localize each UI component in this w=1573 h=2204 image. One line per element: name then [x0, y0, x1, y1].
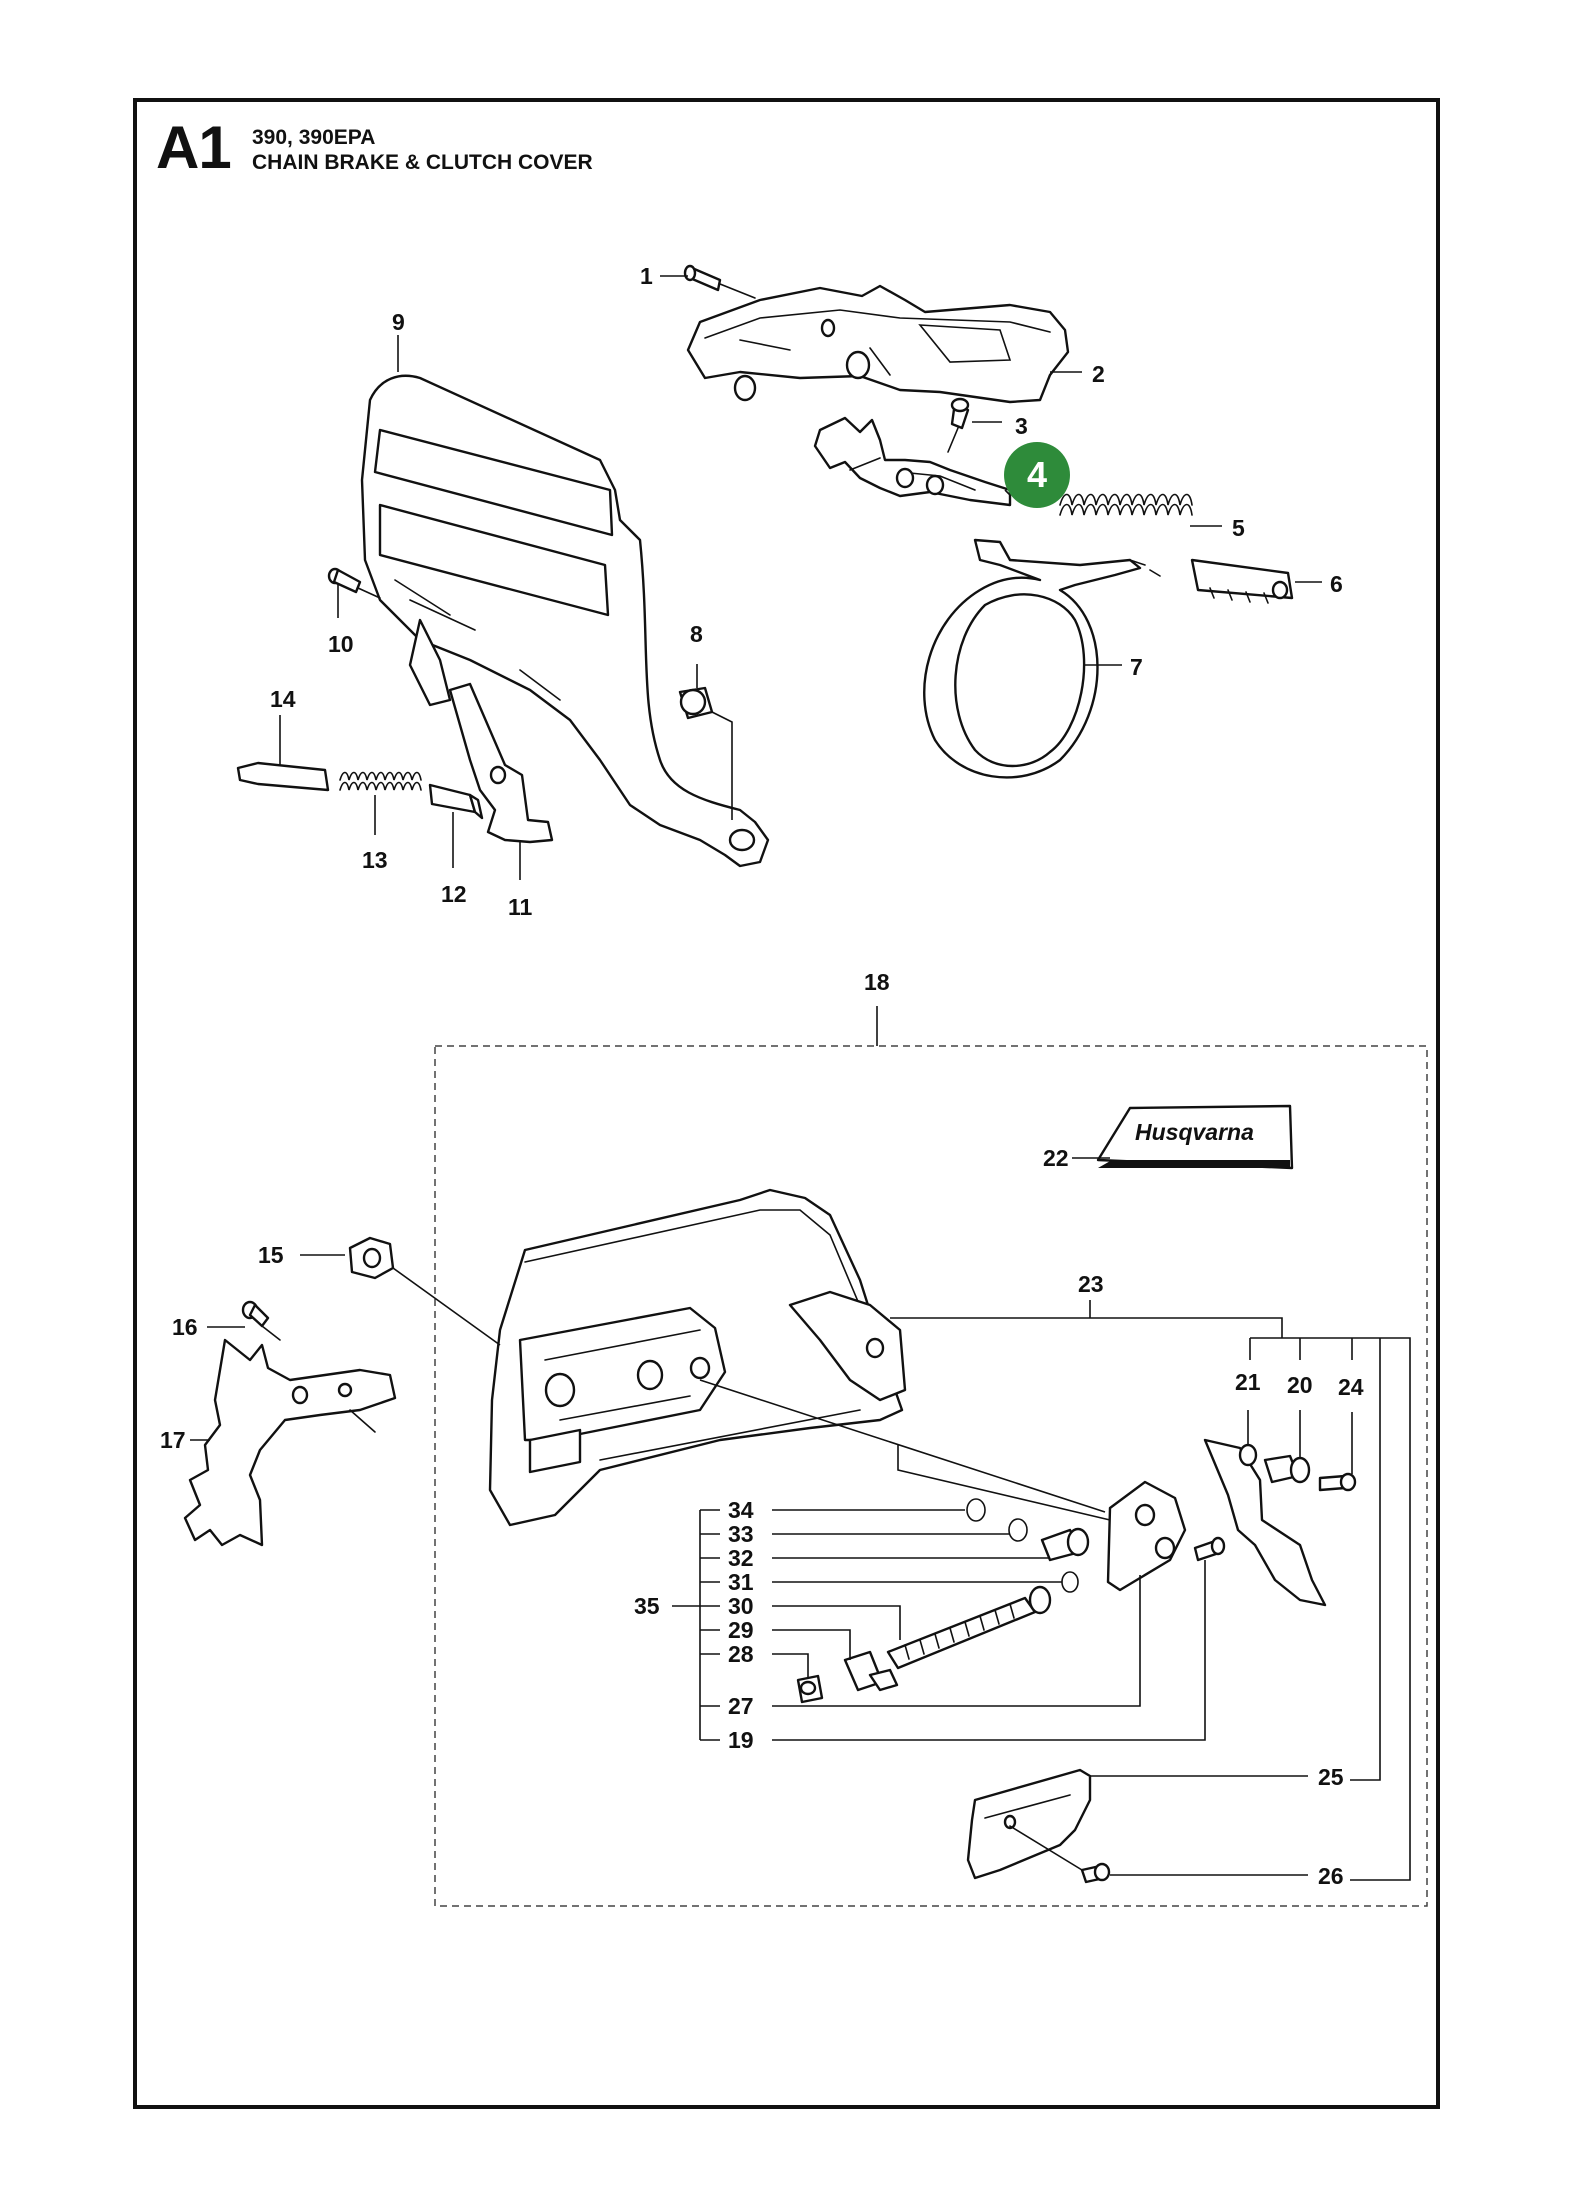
label-18: 18	[864, 969, 890, 995]
part-2-brake-bracket[interactable]	[686, 284, 1082, 404]
part-30-adjuster-screw[interactable]	[886, 1585, 1052, 1670]
part-10-screw[interactable]	[327, 567, 381, 618]
label-22: 22	[1043, 1145, 1069, 1171]
label-19: 19	[728, 1727, 754, 1753]
part-32-gear[interactable]	[1040, 1527, 1090, 1562]
label-16: 16	[172, 1314, 198, 1340]
part-14-cover[interactable]	[236, 715, 330, 792]
label-27: 27	[728, 1693, 754, 1719]
part-13-spring[interactable]	[339, 771, 422, 836]
label-6: 6	[1330, 571, 1343, 597]
part-15-nut[interactable]	[300, 1236, 501, 1346]
part-20-washer[interactable]	[1263, 1410, 1311, 1484]
label-30: 30	[728, 1593, 754, 1619]
part-34-washer[interactable]	[966, 1498, 986, 1522]
part-26-screw[interactable]	[1009, 1825, 1308, 1884]
part-6-pin[interactable]	[1190, 558, 1322, 604]
label-9: 9	[392, 309, 405, 335]
kit-18-boundary	[434, 1045, 1428, 1907]
label-34: 34	[728, 1497, 754, 1523]
part-1-screw[interactable]	[660, 264, 756, 299]
decal-stripe	[1098, 1160, 1290, 1168]
page-frame	[133, 98, 1440, 2109]
page-title: CHAIN BRAKE & CLUTCH COVER	[252, 151, 593, 174]
highlight-badge-label: 4	[1027, 454, 1047, 495]
part-33-washer[interactable]	[1008, 1518, 1028, 1542]
leaders-group-35	[672, 1509, 720, 1741]
label-24: 24	[1338, 1374, 1364, 1400]
part-5-spring[interactable]	[1059, 493, 1222, 527]
label-23: 23	[1078, 1271, 1104, 1297]
label-35: 35	[634, 1593, 660, 1619]
part-17-bucking-spike[interactable]	[183, 1338, 397, 1547]
part-29-nut[interactable]	[843, 1650, 899, 1692]
leader-4	[1004, 489, 1011, 496]
part-16-screw[interactable]	[207, 1300, 281, 1341]
part-21-ratchet[interactable]	[1203, 1410, 1327, 1607]
part-8-bushing[interactable]	[678, 664, 733, 820]
label-15: 15	[258, 1242, 284, 1268]
label-3: 3	[1015, 413, 1028, 439]
leaders-group-23	[1089, 1300, 1411, 1881]
label-32: 32	[728, 1545, 754, 1571]
part-31-washer[interactable]	[1061, 1571, 1079, 1593]
part-19-tensioner-plate[interactable]	[1106, 1480, 1187, 1592]
label-14: 14	[270, 686, 296, 712]
label-5: 5	[1232, 515, 1245, 541]
part-22-decal[interactable]: Husqvarna	[1072, 1104, 1294, 1170]
clutch-cover-body[interactable]	[488, 1188, 907, 1527]
part-25-cover-plate[interactable]	[966, 1768, 1308, 1880]
section-code: A1	[156, 114, 232, 181]
label-25: 25	[1318, 1764, 1344, 1790]
label-21: 21	[1235, 1369, 1261, 1395]
label-2: 2	[1092, 361, 1105, 387]
decal-text: Husqvarna	[1135, 1119, 1254, 1145]
part-24-screw[interactable]	[1318, 1412, 1357, 1492]
label-17: 17	[160, 1427, 186, 1453]
part-28-block[interactable]	[796, 1674, 824, 1704]
label-31: 31	[728, 1569, 754, 1595]
part-19-screw[interactable]	[1193, 1536, 1226, 1562]
model-numbers: 390, 390EPA	[252, 126, 376, 149]
label-7: 7	[1130, 654, 1143, 680]
part-3-screw[interactable]	[947, 397, 1002, 453]
label-20: 20	[1287, 1372, 1313, 1398]
label-1: 1	[640, 263, 653, 289]
part-9-hand-guard[interactable]	[360, 335, 770, 868]
label-29: 29	[728, 1617, 754, 1643]
label-10: 10	[328, 631, 354, 657]
label-28: 28	[728, 1641, 754, 1667]
part-12-block[interactable]	[428, 783, 484, 868]
leaders-adjuster	[772, 1509, 1206, 1741]
label-12: 12	[441, 881, 467, 907]
label-26: 26	[1318, 1863, 1344, 1889]
leaders-cover	[699, 1379, 1111, 1521]
label-8: 8	[690, 621, 703, 647]
label-11: 11	[508, 894, 533, 920]
part-11-lever[interactable]	[448, 682, 554, 880]
label-13: 13	[362, 847, 388, 873]
part-4-brake-lever[interactable]	[813, 416, 1012, 507]
part-7-brake-band[interactable]	[923, 538, 1161, 779]
highlight-badge[interactable]: 4	[1004, 442, 1070, 508]
label-33: 33	[728, 1521, 754, 1547]
